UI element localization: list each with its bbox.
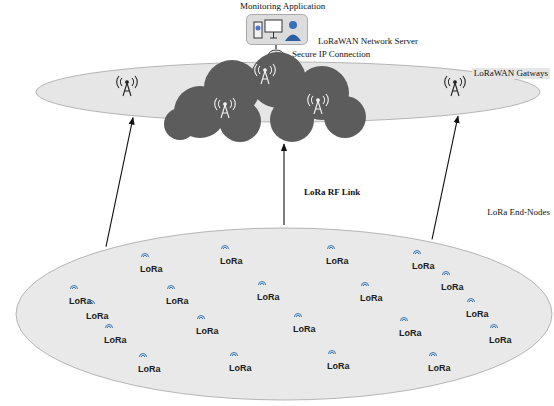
antenna-symbol — [258, 280, 266, 286]
logo-text: LoRa — [412, 261, 435, 271]
antenna-symbol — [490, 323, 498, 329]
logo-text: LoRa — [428, 363, 451, 373]
end-node-logo: LoRa — [293, 318, 316, 332]
logo-text: LoRa — [140, 264, 163, 274]
cloud — [164, 52, 366, 142]
antenna-symbol — [429, 351, 437, 357]
antenna-symbol — [400, 316, 408, 322]
antenna-symbol — [361, 281, 369, 287]
logo-text: LoRa — [489, 335, 512, 345]
gateway-label: LoRaWAN Gatways — [472, 68, 550, 79]
logo-text: LoRa — [399, 328, 422, 338]
end-node-label: LoRa End-Nodes — [487, 207, 550, 218]
connector — [283, 144, 284, 225]
antenna-symbol — [327, 244, 335, 250]
end-node-logo: LoRa — [138, 358, 161, 372]
link-label: LoRa RF Link — [302, 187, 362, 198]
antenna-symbol — [141, 252, 149, 258]
logo-text: LoRa — [257, 292, 280, 302]
antenna-symbol — [442, 270, 450, 276]
antenna-symbol — [139, 352, 147, 358]
logo-text: LoRa — [220, 256, 243, 266]
end-node-logo: LoRa — [399, 322, 422, 336]
antenna-symbol — [328, 349, 336, 355]
server-panel: Monitoring ApplicationLoRaWAN Network Se… — [246, 14, 308, 45]
antenna-symbol — [70, 284, 78, 290]
logo-text: LoRa — [293, 324, 316, 334]
server-panel-shape — [246, 14, 308, 45]
end-node-logo: LoRa — [466, 303, 489, 317]
antenna-symbol — [87, 299, 95, 305]
end-node-logo: LoRa — [428, 357, 451, 371]
antenna-symbol — [197, 314, 205, 320]
antenna-symbol — [467, 297, 475, 303]
logo-text: LoRa — [86, 311, 109, 321]
antenna-symbol — [167, 284, 175, 290]
end-node-logo: LoRa — [326, 250, 349, 264]
antenna-symbol — [105, 323, 113, 329]
end-node-logo: LoRa — [327, 355, 350, 369]
connector — [275, 45, 276, 49]
end-node-logo: LoRa — [412, 255, 435, 269]
end-node-logo: LoRa — [196, 320, 219, 334]
end-node-logo: LoRa — [140, 258, 163, 272]
logo-text: LoRa — [326, 256, 349, 266]
antenna-symbol — [413, 249, 421, 255]
end-node-logo: LoRa — [220, 250, 243, 264]
logo-text: LoRa — [441, 282, 464, 292]
logo-text: LoRa — [360, 293, 383, 303]
gateway-band: LoRaWAN Gatways — [30, 58, 554, 142]
end-node-logo: LoRa — [441, 276, 464, 290]
application-title: Monitoring Application — [240, 1, 325, 12]
connector — [106, 118, 133, 247]
logo-text: LoRa — [327, 361, 350, 371]
logo-text: LoRa — [466, 309, 489, 319]
antenna-symbol — [294, 312, 302, 318]
end-node-logo: LoRa — [257, 286, 280, 300]
antenna-symbol — [230, 351, 238, 357]
server-label: LoRaWAN Network Server — [318, 36, 418, 47]
logo-text: LoRa — [166, 296, 189, 306]
logo-text: LoRa — [104, 335, 127, 345]
end-node-logo: LoRa — [229, 357, 252, 371]
end-node-logo: LoRa — [360, 287, 383, 301]
antenna-symbol — [221, 244, 229, 250]
logo-text: LoRa — [138, 364, 161, 374]
end-node-logo: LoRa — [104, 329, 127, 343]
connector — [432, 116, 458, 239]
end-node-logo: LoRa — [489, 329, 512, 343]
connection-label: Secure IP Connection — [292, 49, 370, 60]
end-node-logo: LoRa — [86, 305, 109, 319]
logo-text: LoRa — [196, 326, 219, 336]
logo-text: LoRa — [229, 363, 252, 373]
end-node-logo: LoRa — [166, 290, 189, 304]
